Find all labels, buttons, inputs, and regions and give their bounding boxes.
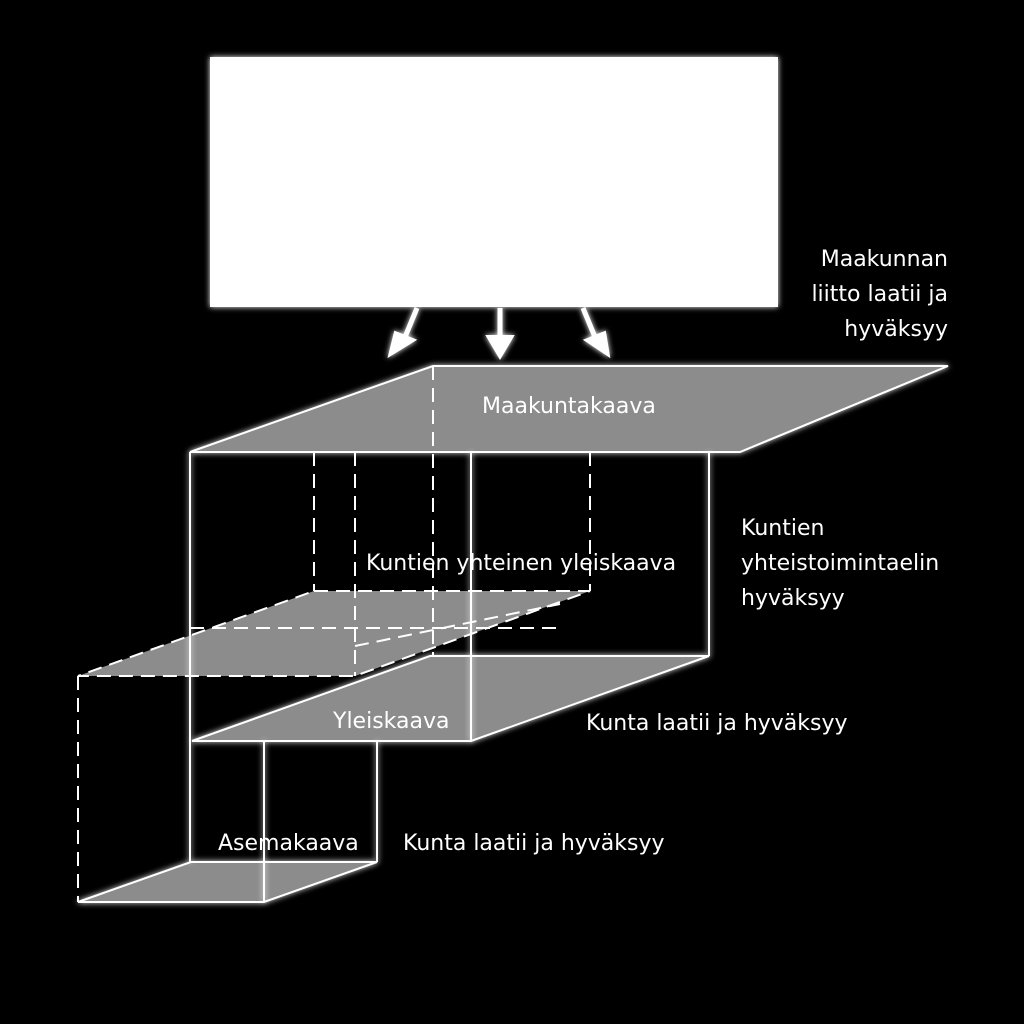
maakuntakaava-plane (189, 365, 949, 453)
asemakaava-note: Kunta laatii ja hyväksyy (403, 831, 665, 856)
dashed-edges (77, 366, 591, 902)
yhteinen-yleiskaava-plane (77, 590, 591, 677)
asemakaava-label: Asemakaava (218, 831, 359, 856)
maakunta-note: Maakunnan liitto laatii ja hyväksyy (811, 247, 948, 342)
arrow-center (485, 308, 515, 360)
maakuntakaava-label: Maakuntakaava (482, 394, 656, 419)
yhteinen-yleiskaava-label: Kuntien yhteinen yleiskaava (366, 551, 677, 576)
yleiskaava-note: Kunta laatii ja hyväksyy (586, 711, 848, 736)
arrow-right (580, 307, 611, 359)
arrows (387, 307, 611, 360)
yhteistoiminta-note: Kuntien yhteistoimintaelin hyväksyy (741, 516, 940, 611)
yleiskaava-label: Yleiskaava (333, 709, 450, 734)
arrow-left (387, 307, 420, 359)
asemakaava-plane (77, 861, 378, 903)
top-box (210, 57, 778, 307)
solid-edges (189, 452, 710, 902)
